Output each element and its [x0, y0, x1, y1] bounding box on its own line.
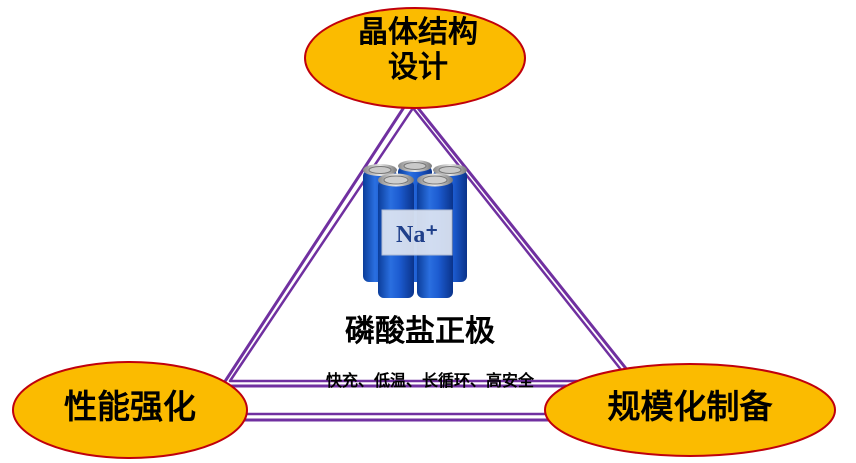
- battery-label-panel: [381, 209, 453, 256]
- ellipse-scale-manufacturing: [544, 363, 836, 457]
- node-scale-manufacturing-label: 规模化制备: [607, 387, 773, 426]
- node-top-line1: 晶体结构: [358, 15, 478, 50]
- triangle-outer: [220, 96, 642, 388]
- ellipse-performance: [12, 361, 248, 459]
- ellipse-crystal-structure: [304, 7, 526, 109]
- center-title: 磷酸盐正极: [345, 314, 495, 349]
- triangle-inner: [228, 106, 632, 383]
- battery-label-text: Na⁺: [396, 222, 438, 248]
- node-performance-label: 性能强化: [64, 387, 196, 426]
- node-top-line2: 设计: [388, 49, 448, 85]
- node-crystal-structure-label: 晶体结构 设计: [318, 15, 518, 85]
- battery-pack-icon: Na⁺: [363, 160, 467, 298]
- center-subtitle: 快充、低温、长循环、高安全: [325, 371, 534, 390]
